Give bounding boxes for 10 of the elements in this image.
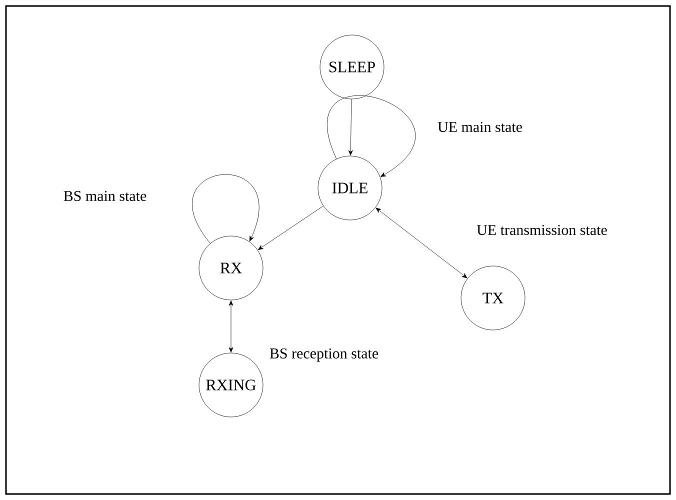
edge-label: UE transmission state bbox=[476, 224, 608, 236]
arrow bbox=[228, 300, 234, 352]
arrow bbox=[348, 98, 353, 156]
arrow bbox=[258, 206, 324, 250]
edge-label: BS main state bbox=[62, 190, 148, 202]
arrow bbox=[328, 96, 415, 177]
edge-label: BS reception state bbox=[268, 347, 380, 363]
arrow bbox=[376, 208, 468, 278]
edge-label: UE main state bbox=[436, 120, 524, 134]
arrow bbox=[192, 174, 259, 244]
